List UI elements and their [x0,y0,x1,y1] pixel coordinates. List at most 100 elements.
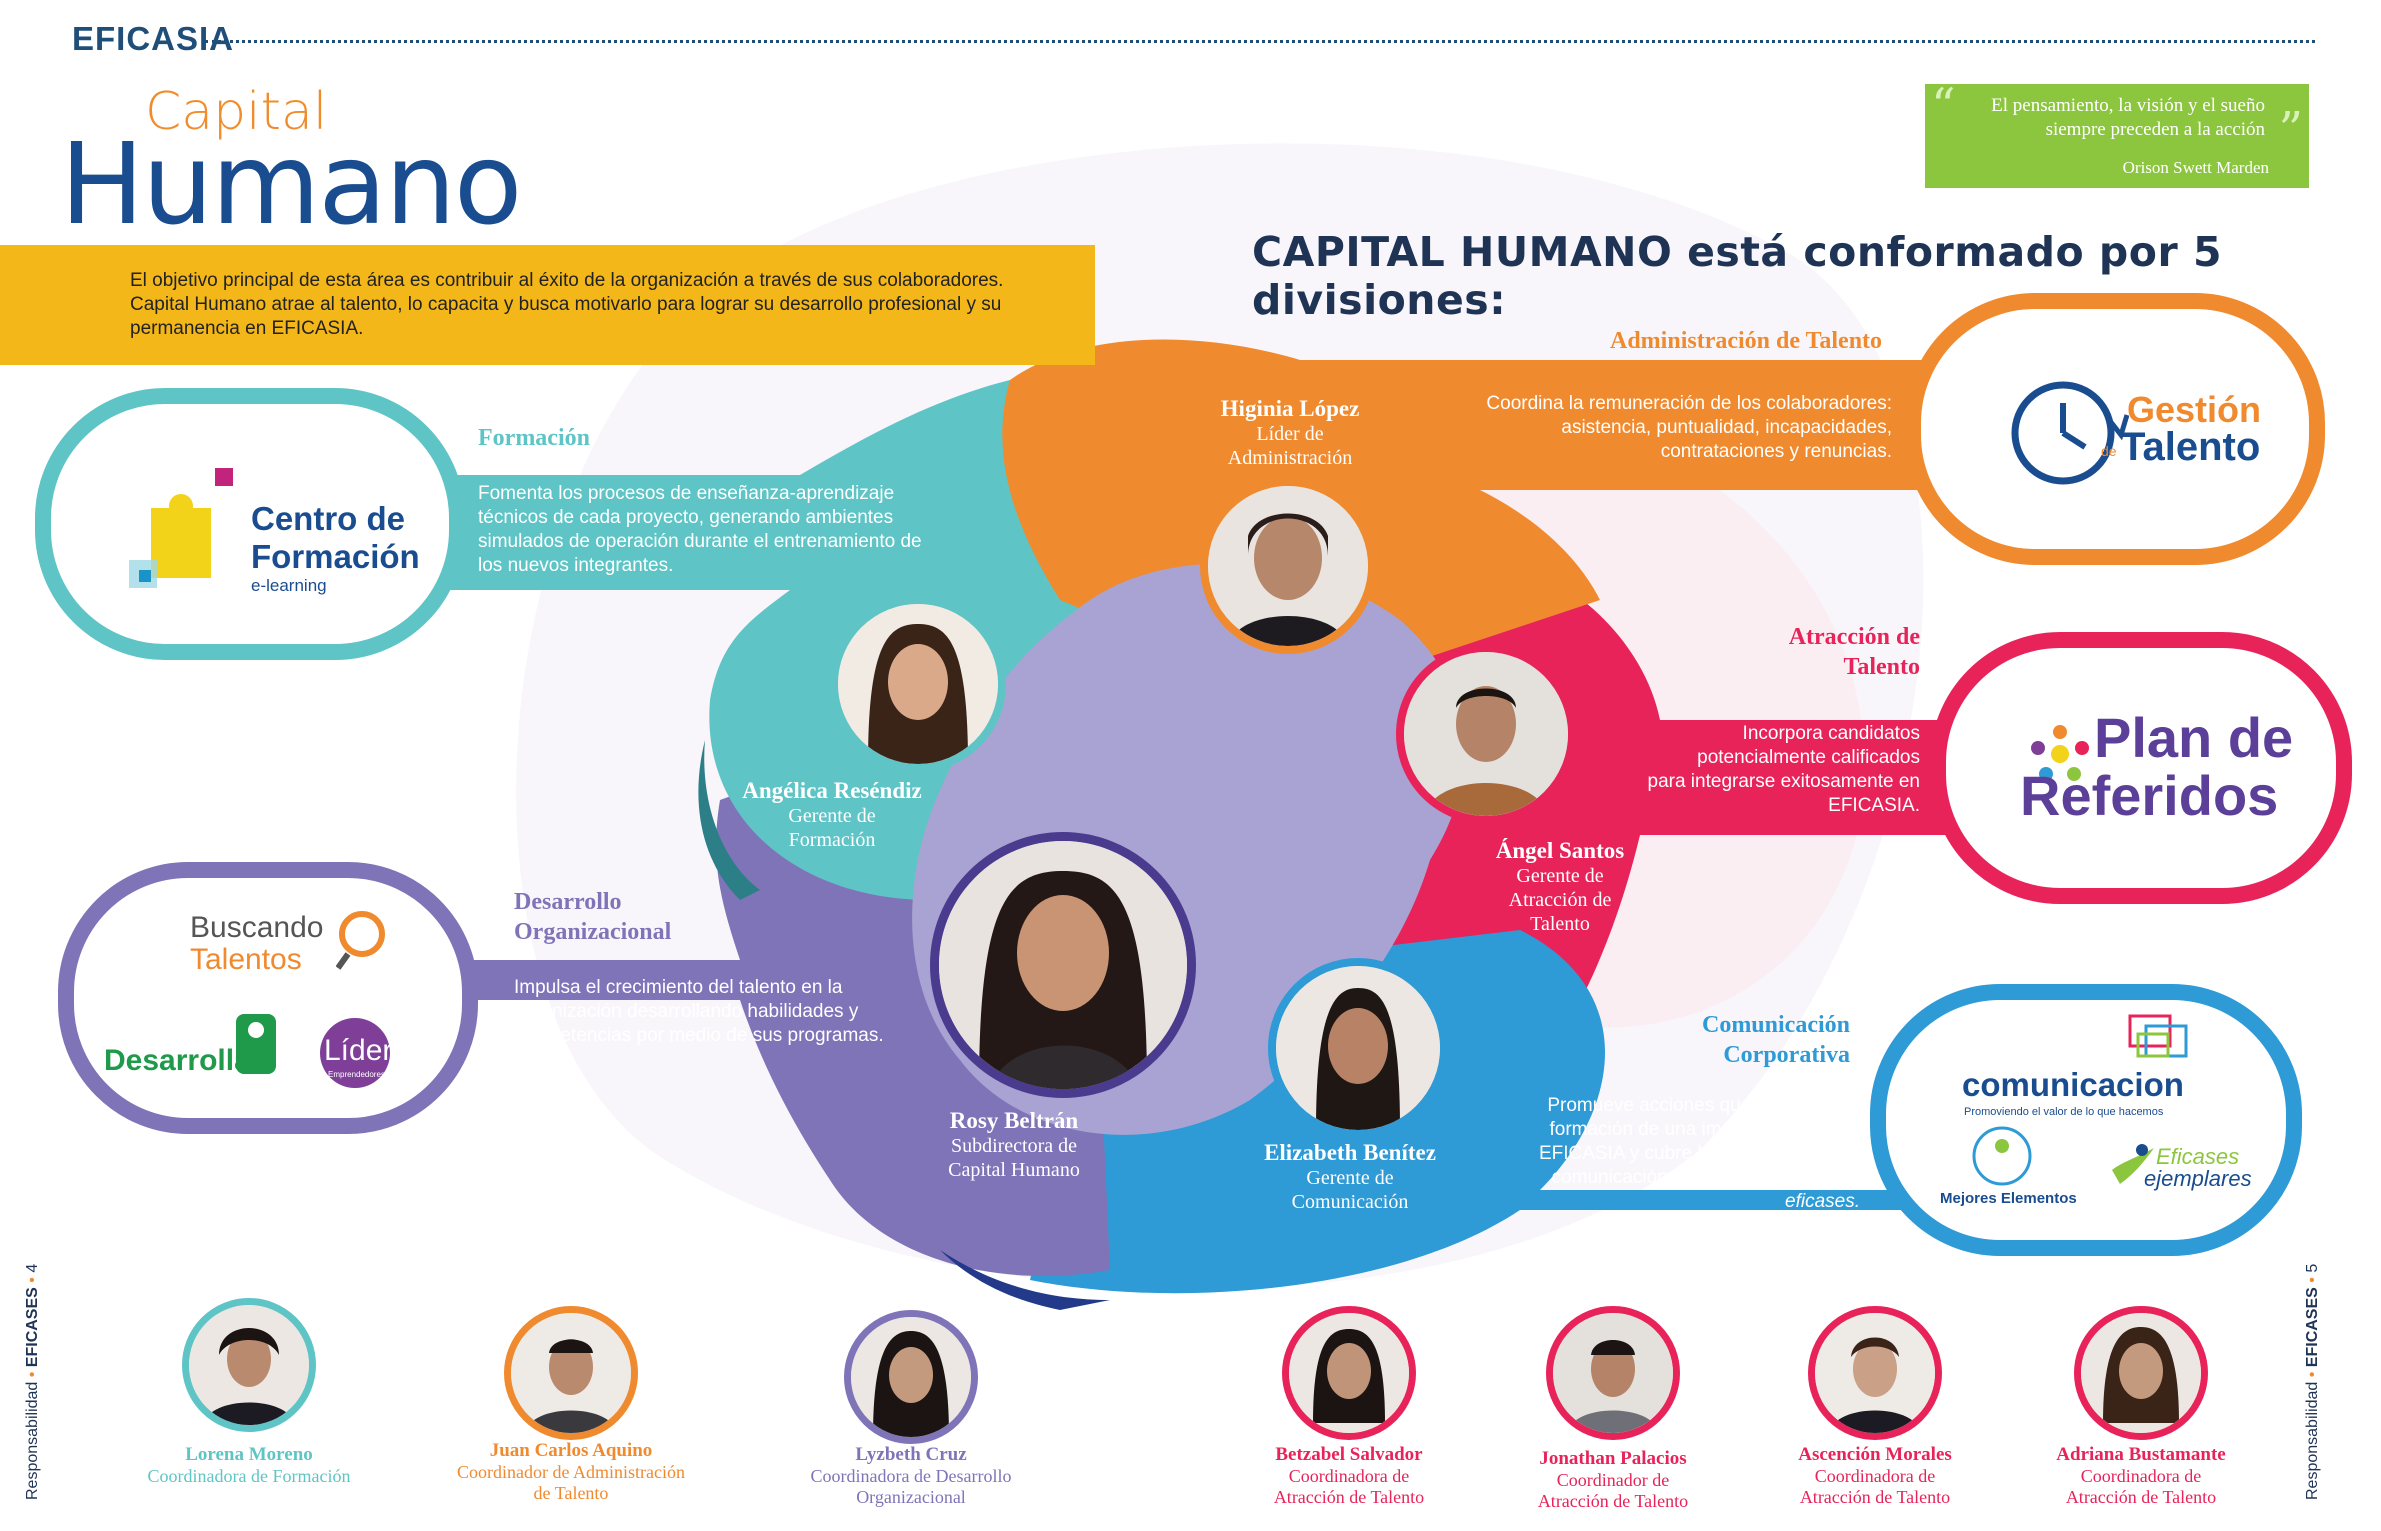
team-member-role: Atracción de Talento [1537,1491,1689,1511]
atraccion-heading: Atracción de Talento [1720,622,1920,682]
atraccion-desc-line: Incorpora candidatos [1742,723,1920,744]
leader-name: Rosy Beltrán [949,1108,1079,1133]
comunicacion-desc-line: EFICASIA y cubre las necesidades de [1538,1143,1860,1164]
comunicacion-logo: comunicacion [1962,1066,2184,1103]
leader-role-line: Comunicación [1291,1191,1409,1213]
formacion-desc-line: los nuevos integrantes. [478,555,674,576]
desarrollo-desc-line: Impulsa el crecimiento del talento en la [514,977,843,998]
brand-name: EFICASIA [72,20,235,57]
comunicacion-heading: Comunicación Corporativa [1640,1010,1850,1070]
intro-banner: El objetivo principal de esta área es co… [0,245,1095,365]
desarrollo-heading: Desarrollo Organizacional [514,887,671,947]
eficases-logo-line-2: ejemplares [2144,1166,2252,1191]
formacion-logo-text: Centro de Formación [251,500,420,576]
team-member-name: Lyzbeth Cruz [855,1444,967,1465]
leader-role: Líder de Administración [1140,422,1440,470]
open-quote-icon: “ [1931,78,1956,134]
desarrollo-desc: Impulsa el crecimiento del talento en la… [514,976,914,1048]
team-member: Juan Carlos Aquino Coordinador de Admini… [401,1440,741,1504]
administracion-logo-line-1: Gestión [2127,389,2262,430]
team-avatar [1808,1306,1942,1440]
footer-right: Responsabilidad • EFICASES • 5 [2304,1263,2321,1500]
desarrollo-heading-line-1: Desarrollo [514,889,622,915]
avatar-elizabeth [1268,958,1448,1138]
leader-role-line: Gerente de [788,805,876,827]
administracion-logo-pill: Gestión de Talento [1905,293,2325,565]
administracion-desc-line: Coordina la remuneración de los colabora… [1486,393,1892,414]
leader-name: Ángel Santos [1495,838,1625,863]
team-member-role: Atracción de Talento [1273,1487,1425,1507]
close-quote-icon: ” [2278,102,2303,158]
intro-line-1: El objetivo principal de esta área es co… [130,270,1004,291]
administracion-heading: Administración de Talento [1610,328,1883,354]
buscando-logo-line-1: Buscando [190,911,324,944]
footer-magazine: EFICASES [24,1287,41,1368]
administracion-logo-line-2: Talento [2121,425,2261,469]
eficases-logo-line-1: Eficases [2156,1144,2240,1169]
quote-box: “ El pensamiento, la visión y el sueño s… [1925,78,2309,188]
leader-role-line: Gerente de [1306,1167,1394,1189]
team-member: Lorena Moreno Coordinadora de Formación [119,1444,379,1487]
team-member-role: Coordinadora de [2080,1466,2202,1486]
leader-role: Subdirectora de Capital Humano [864,1134,1164,1182]
leader-role: Gerente de Atracción de Talento [1410,864,1710,936]
team-avatar [844,1310,978,1444]
atraccion-desc-line: EFICASIA. [1828,795,1920,816]
leader-name: Angélica Reséndiz [742,778,922,803]
clock-icon [2011,381,2129,485]
desarrollo-logo-pill: Buscando Talentos Desarrolla Líderes Emp… [58,862,478,1134]
atraccion-desc-line: para integrarse exitosamente en [1647,771,1921,792]
administracion-desc: Coordina la remuneración de los colabora… [1430,392,1892,464]
avatar-angel [1396,644,1576,824]
header-divider [205,40,2315,43]
atraccion-logo-line-2: Referidos [2020,764,2279,827]
team-avatar [182,1298,316,1432]
avatar-rosy [930,832,1196,1098]
formacion-desc: Fomenta los procesos de enseñanza-aprend… [478,482,950,578]
footer-left: Responsabilidad • EFICASES • 4 [24,1263,41,1500]
intro-line-2: Capital Humano atrae al talento, lo capa… [130,294,1002,315]
desarrolla-logo: Desarrolla [104,1044,251,1077]
administracion-logo-de: de [2101,443,2117,459]
desarrollo-heading-line-2: Organizacional [514,919,672,945]
team-member-role: Coordinadora de Desarrollo [810,1466,1012,1486]
team-member: Ascención Morales Coordinadora de Atracc… [1745,1444,2005,1508]
footer-section: Responsabilidad [2304,1381,2321,1500]
formacion-logo-line-1: Centro de [251,500,406,537]
desarrolla-logo-icon [236,1014,276,1074]
desarrollo-desc-line: organización desarrollando habilidades y [514,1001,859,1022]
leader-name: Higinia López [1220,396,1360,421]
team-member-name: Juan Carlos Aquino [489,1440,653,1461]
eficases-icon [2112,1144,2154,1184]
team-member-name: Adriana Bustamante [2056,1444,2226,1465]
team-avatar [504,1306,638,1440]
comunicacion-desc: Promueve acciones que favorecen la forma… [1500,1094,1860,1214]
team-member-name: Lorena Moreno [185,1444,313,1465]
footer-section: Responsabilidad [24,1381,41,1500]
chat-bubbles-icon [2128,1014,2188,1058]
mejores-elementos-logo: Mejores Elementos [1940,1190,2077,1207]
leader-role-line: Capital Humano [948,1159,1080,1181]
formacion-logo-pill: Centro de Formación e-learning [35,388,465,660]
leader-role-line: Líder de [1256,423,1324,445]
leader-role-line: Administración [1227,447,1353,469]
leader-name: Elizabeth Benítez [1264,1140,1436,1165]
quote-text: El pensamiento, la visión y el sueño sie… [1965,94,2265,142]
team-member-name: Ascención Morales [1798,1444,1952,1465]
team-member: Betzabel Salvador Coordinadora de Atracc… [1219,1444,1479,1508]
leader-role-line: Subdirectora de [950,1135,1078,1157]
section-subtitle: CAPITAL HUMANO está conformado por 5 div… [1252,228,2222,324]
avatar-angelica [830,596,1006,772]
formacion-heading: Formación [478,425,590,451]
atraccion-desc-line: potencialmente calificados [1697,747,1920,768]
quote-line-1: El pensamiento, la visión y el sueño [1991,95,2265,116]
team-avatar [2074,1306,2208,1440]
team-avatar [1546,1306,1680,1440]
page-title-small: Capital [145,82,328,142]
mejores-elementos-icon [1972,1126,2032,1186]
avatar-higinia [1200,478,1376,654]
leader-role-line: Gerente de [1516,865,1604,887]
formacion-logo-icon [129,468,233,588]
team-member-role: Coordinadora de [1288,1466,1410,1486]
atraccion-logo-line-1: Plan de [2094,706,2294,769]
